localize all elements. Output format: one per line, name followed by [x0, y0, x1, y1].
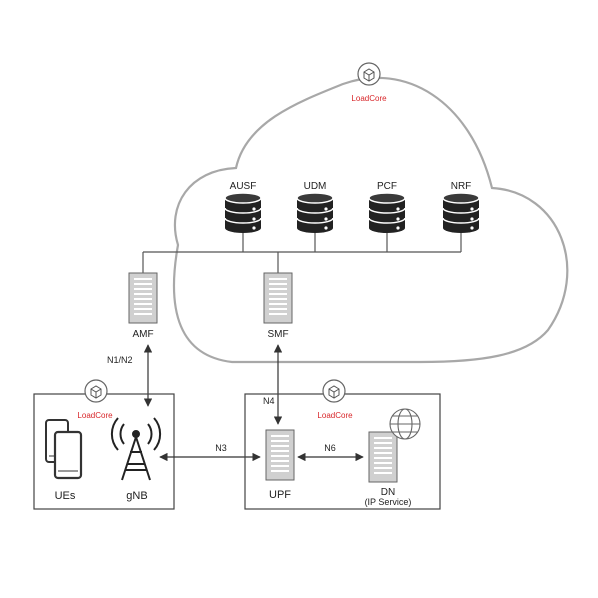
- server-icon: [265, 429, 295, 481]
- server-icon: [368, 431, 398, 483]
- nrf-label: NRF: [451, 181, 472, 192]
- dn-sublabel: (IP Service): [365, 497, 412, 507]
- ues-phones: [45, 419, 83, 480]
- antenna-tower-icon: [110, 417, 162, 481]
- loadcore-label-upf: LoadCore: [317, 411, 353, 420]
- database-icon: [296, 192, 334, 234]
- upf-server: UPF: [265, 429, 295, 501]
- server-icon: [128, 272, 158, 324]
- upf-label: UPF: [269, 489, 291, 501]
- amf-label: AMF: [132, 329, 153, 340]
- server-icon: [263, 272, 293, 324]
- database-icon: [442, 192, 480, 234]
- loadcore-label-core: LoadCore: [351, 94, 387, 103]
- ausf-database: AUSF: [224, 181, 262, 234]
- dn-server: DN (IP Service): [365, 408, 421, 507]
- ues-label: UEs: [55, 490, 76, 502]
- smf-server: SMF: [263, 272, 293, 340]
- globe-icon: [389, 408, 421, 440]
- udm-label: UDM: [304, 181, 327, 192]
- n6-label: N6: [324, 443, 336, 453]
- pcf-label: PCF: [377, 181, 397, 192]
- database-icon: [224, 192, 262, 234]
- phone-icon: [53, 430, 83, 480]
- loadcore-icon: [322, 379, 346, 403]
- ausf-label: AUSF: [230, 181, 257, 192]
- n3-label: N3: [215, 443, 227, 453]
- dn-label: DN: [381, 487, 395, 498]
- loadcore-label-ran: LoadCore: [77, 411, 113, 420]
- smf-label: SMF: [267, 329, 288, 340]
- core-cloud: [172, 76, 569, 364]
- database-icon: [368, 192, 406, 234]
- n4-label: N4: [263, 396, 275, 406]
- loadcore-icon: [357, 62, 381, 86]
- n1n2-label: N1/N2: [107, 355, 133, 365]
- pcf-database: PCF: [368, 181, 406, 234]
- udm-database: UDM: [296, 181, 334, 234]
- gnb-label: gNB: [126, 490, 147, 502]
- nrf-database: NRF: [442, 181, 480, 234]
- amf-server: AMF: [128, 272, 158, 340]
- loadcore-icon: [84, 379, 108, 403]
